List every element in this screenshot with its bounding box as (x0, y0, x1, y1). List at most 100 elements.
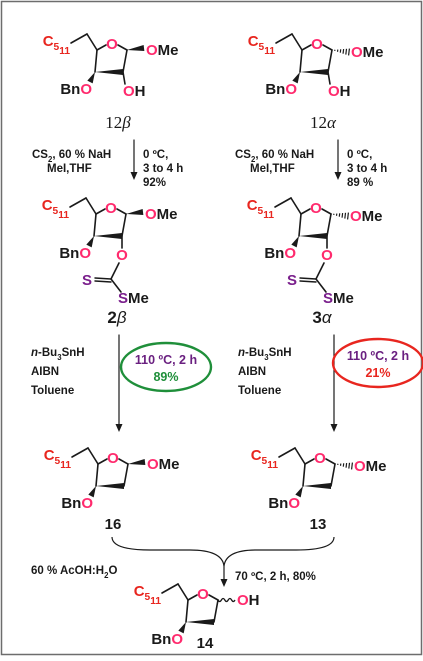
arrow-xanthate-left (131, 140, 138, 180)
chain-bond (71, 34, 87, 43)
reagent-line: n-Bu3SnH (238, 347, 292, 362)
arrow-head (335, 172, 342, 180)
time-label: 3 to 4 h (143, 163, 183, 175)
methoxy-group: OMe (147, 456, 180, 473)
chain-bond (276, 34, 292, 43)
chain-bond (292, 34, 302, 50)
thiocarbonyl-bond (95, 281, 111, 282)
thiocarbonyl-bond (300, 281, 316, 282)
label-13: 13 (310, 516, 327, 533)
compound-number: 12α (310, 113, 337, 132)
chain-bond (88, 448, 98, 464)
pentyl-group: C511 (44, 447, 72, 471)
arrow-xanthate-right (335, 140, 342, 180)
ring-bond (214, 600, 218, 622)
ring-oxygen-label: O (106, 36, 118, 53)
yield-label: 92% (143, 177, 166, 189)
compound-number: 14 (197, 635, 214, 652)
ring-bond (97, 45, 106, 50)
ring-bond (326, 459, 335, 464)
ring-bond (123, 50, 127, 72)
thione-sulfur: S (82, 272, 92, 289)
pentyl-group: C511 (134, 583, 162, 607)
benzyloxy-group: BnO (151, 631, 183, 648)
compound-number: 3α (312, 308, 332, 327)
arrow-merge-left (112, 537, 224, 566)
hash-line (346, 49, 347, 55)
benzyloxy-group: BnO (264, 245, 296, 262)
hash-line (352, 463, 353, 470)
ring-front-bond (94, 233, 122, 239)
ring-bond (95, 50, 97, 72)
ring-bond (209, 595, 218, 600)
arrow-head (221, 579, 228, 587)
pentyl-group: C511 (248, 33, 276, 57)
ring-bond (186, 600, 188, 622)
chain-bond (279, 448, 295, 457)
xanthate-bond (316, 263, 324, 279)
label-14: 14 (197, 635, 214, 652)
hash-line (349, 49, 350, 56)
xanthate-oxygen: O (116, 247, 128, 264)
benzyloxy-group: BnO (265, 81, 297, 98)
yield-label: 89 % (347, 177, 373, 189)
pentyl-group: C511 (42, 197, 70, 221)
anomeric-hashed-bond (335, 49, 350, 56)
hydroxyl-group: OH (123, 83, 146, 100)
label-12alpha: 12α (310, 113, 337, 132)
anomeric-wedge-bond (128, 459, 145, 465)
time-label: 3 to 4 h (347, 163, 387, 175)
reagent-line: CS2, 60 % NaH (235, 149, 314, 164)
pentyl-group: C511 (251, 447, 279, 471)
condition-label: 110 ºC, 2 h (347, 349, 409, 363)
chain-bond (86, 198, 96, 214)
yield-label: 89% (153, 370, 178, 384)
chain-bond (162, 584, 178, 593)
chain-bond (70, 198, 86, 207)
thiocarbonyl-bond (300, 278, 316, 279)
condition-label: 110 ºC, 2 h (135, 353, 197, 367)
methoxy-group: OMe (350, 208, 383, 225)
ring-bond (122, 214, 126, 236)
ring-bond (305, 459, 314, 464)
chain-bond (291, 198, 301, 214)
ring-oxygen-label: O (314, 450, 326, 467)
hydroxyl-group: OH (237, 592, 260, 609)
ring-bond (98, 459, 107, 464)
arrow-deoxy-left (116, 335, 123, 432)
chain-bond (87, 34, 97, 50)
label-2beta: 2β (107, 308, 126, 327)
methoxy-group: OMe (351, 44, 384, 61)
anomeric-hashed-bond (334, 213, 349, 220)
ring-bond (299, 214, 301, 236)
ring-front-bond (300, 69, 328, 75)
ring-front-bond (303, 483, 331, 489)
compound-number: 13 (310, 516, 327, 533)
ring-bond (96, 209, 105, 214)
benzyloxy-group: BnO (60, 81, 92, 98)
ring-bond (322, 209, 331, 214)
ring-bond (94, 214, 96, 236)
chain-bond (178, 584, 188, 600)
anomeric-wavy-bond (218, 599, 235, 602)
arrow-head (331, 424, 338, 432)
compound-number: 12β (105, 113, 131, 132)
anomeric-wedge-bond (127, 45, 144, 51)
benzyloxy-group: BnO (59, 245, 91, 262)
ring-front-bond (96, 483, 124, 489)
ring-front-bond (186, 619, 214, 625)
ring-bond (188, 595, 197, 600)
ring-bond (328, 50, 332, 72)
ring-bond (118, 45, 127, 50)
reagent-line: CS2, 60 % NaH (32, 149, 111, 164)
xanthate-bond (111, 263, 119, 279)
xanthate-oxygen: O (321, 247, 333, 264)
